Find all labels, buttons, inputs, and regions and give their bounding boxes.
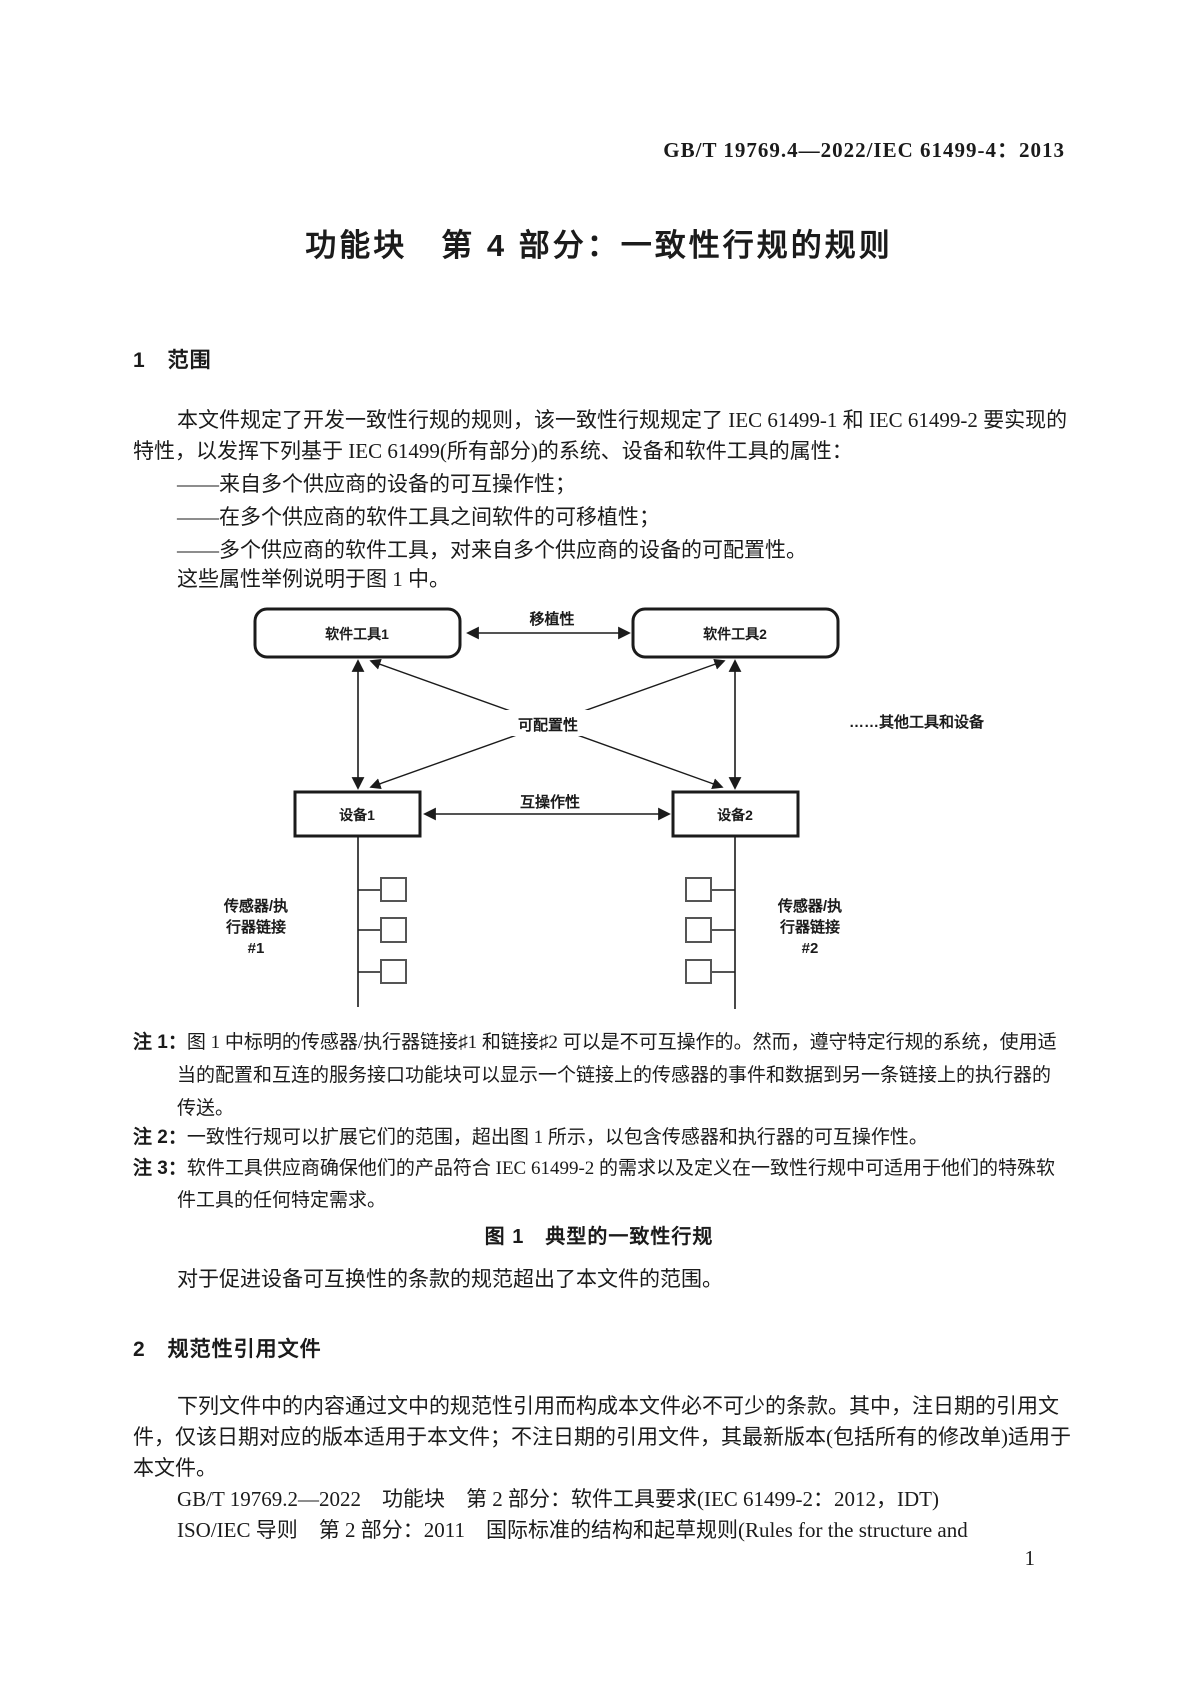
sensor-node (380, 877, 407, 902)
scope-paragraph-line: 特性，以发挥下列基于 IEC 61499(所有部分)的系统、设备和软件工具的属性… (133, 439, 853, 463)
note-3-line: 注 3：软件工具供应商确保他们的产品符合 IEC 61499-2 的需求以及定义… (133, 1157, 1055, 1181)
software-tool-2-label: 软件工具2 (703, 626, 767, 642)
other-tools-devices-label: ……其他工具和设备 (849, 713, 985, 731)
page-title: 功能块 第 4 部分：一致性行规的规则 (305, 228, 893, 263)
note-3-text: 软件工具供应商确保他们的产品符合 IEC 61499-2 的需求以及定义在一致性… (186, 1158, 1056, 1179)
interoperability-label: 互操作性 (520, 793, 580, 811)
note-2-text: 一致性行规可以扩展它们的范围，超出图 1 所示，以包含传感器和执行器的可互操作性… (186, 1127, 928, 1148)
sensor-node (685, 959, 712, 984)
section-2-heading: 2 规范性引用文件 (133, 1338, 322, 1361)
device-1-label: 设备1 (339, 807, 375, 823)
note-2-label: 注 2： (133, 1127, 187, 1148)
device-1-box (293, 790, 422, 838)
scope-paragraph-line: 本文件规定了开发一致性行规的规则，该一致性行规规定了 IEC 61499-1 和… (177, 408, 1068, 432)
references-paragraph-line: 下列文件中的内容通过文中的规范性引用而构成本文件必不可少的条款。其中，注日期的引… (177, 1394, 1059, 1418)
note-3-label: 注 3： (133, 1158, 187, 1179)
note-3-line: 件工具的任何特定需求。 (177, 1190, 387, 1211)
note-2-line: 注 2：一致性行规可以扩展它们的范围，超出图 1 所示，以包含传感器和执行器的可… (133, 1126, 928, 1150)
scope-paragraph-line: 对于促进设备可互换性的条款的规范超出了本文件的范围。 (177, 1267, 723, 1291)
figure-1-caption: 图 1 典型的一致性行规 (484, 1226, 714, 1248)
link1-label-line3: #1 (248, 940, 265, 957)
page-number: 1 (1024, 1546, 1036, 1570)
note-1-label: 注 1： (133, 1032, 187, 1053)
scope-list-item: ——在多个供应商的软件工具之间软件的可移植性； (177, 505, 660, 529)
section-1-heading: 1 范围 (133, 349, 212, 372)
header-standard-code: GB/T 19769.4—2022/IEC 61499-4：2013 (663, 138, 1065, 162)
device-2-box (671, 790, 800, 838)
sensor-node (380, 959, 407, 984)
sensor-node (380, 917, 407, 943)
software-tool-2-box (631, 607, 840, 659)
link1-label-line2: 行器链接 (225, 918, 286, 936)
reference-entry: ISO/IEC 导则 第 2 部分：2011 国际标准的结构和起草规则(Rule… (177, 1518, 968, 1542)
scope-list-item: ——多个供应商的软件工具，对来自多个供应商的设备的可配置性。 (177, 538, 807, 562)
configurability-label-backing (500, 710, 596, 736)
references-paragraph-line: 本文件。 (133, 1456, 217, 1480)
software-tool-1-box (253, 607, 462, 659)
note-1-line: 传送。 (177, 1098, 235, 1119)
link2-label-line3: #2 (802, 940, 819, 957)
scope-paragraph-line: 这些属性举例说明于图 1 中。 (177, 567, 450, 591)
configurability-label: 可配置性 (518, 716, 578, 734)
link1-label-line1: 传感器/执 (223, 897, 288, 915)
references-paragraph-line: 件，仅该日期对应的版本适用于本文件；不注日期的引用文件，其最新版本(包括所有的修… (133, 1425, 1071, 1449)
portability-label: 移植性 (529, 610, 574, 628)
link2-label-line2: 行器链接 (779, 918, 840, 936)
note-1-line: 注 1：图 1 中标明的传感器/执行器链接♯1 和链接♯2 可以是不可互操作的。… (133, 1031, 1057, 1055)
sensor-node (685, 877, 712, 902)
scope-list-item: ——来自多个供应商的设备的可互操作性； (177, 472, 576, 496)
software-tool-1-label: 软件工具1 (325, 626, 389, 642)
device-2-label: 设备2 (717, 807, 753, 823)
reference-entry: GB/T 19769.2—2022 功能块 第 2 部分：软件工具要求(IEC … (177, 1487, 939, 1511)
link2-label-line1: 传感器/执 (777, 897, 842, 915)
sensor-node (685, 917, 712, 943)
note-1-text: 图 1 中标明的传感器/执行器链接♯1 和链接♯2 可以是不可互操作的。然而，遵… (186, 1032, 1057, 1053)
note-1-line: 当的配置和互连的服务接口功能块可以显示一个链接上的传感器的事件和数据到另一条链接… (177, 1065, 1052, 1086)
